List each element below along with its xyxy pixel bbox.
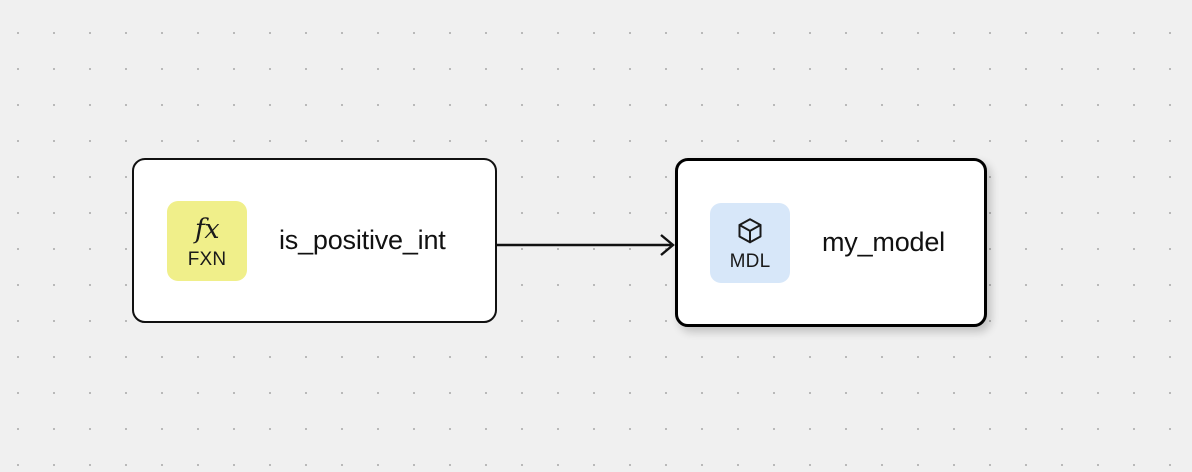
- node-badge-mdl: MDL: [710, 202, 790, 283]
- cube-icon: [735, 214, 765, 248]
- node-title: my_model: [822, 227, 945, 257]
- function-icon: fx: [194, 213, 220, 245]
- node-is-positive-int[interactable]: fx FXN is_positive_int: [132, 158, 497, 323]
- node-badge-fxn: fx FXN: [167, 200, 247, 281]
- edge-is-positive-int-to-my-model[interactable]: [497, 234, 675, 256]
- node-my-model[interactable]: MDL my_model: [675, 158, 987, 327]
- node-title: is_positive_int: [279, 225, 446, 255]
- edge-arrowhead-icon: [660, 234, 675, 256]
- node-badge-label: MDL: [729, 251, 771, 272]
- node-badge-label: FXN: [187, 249, 227, 270]
